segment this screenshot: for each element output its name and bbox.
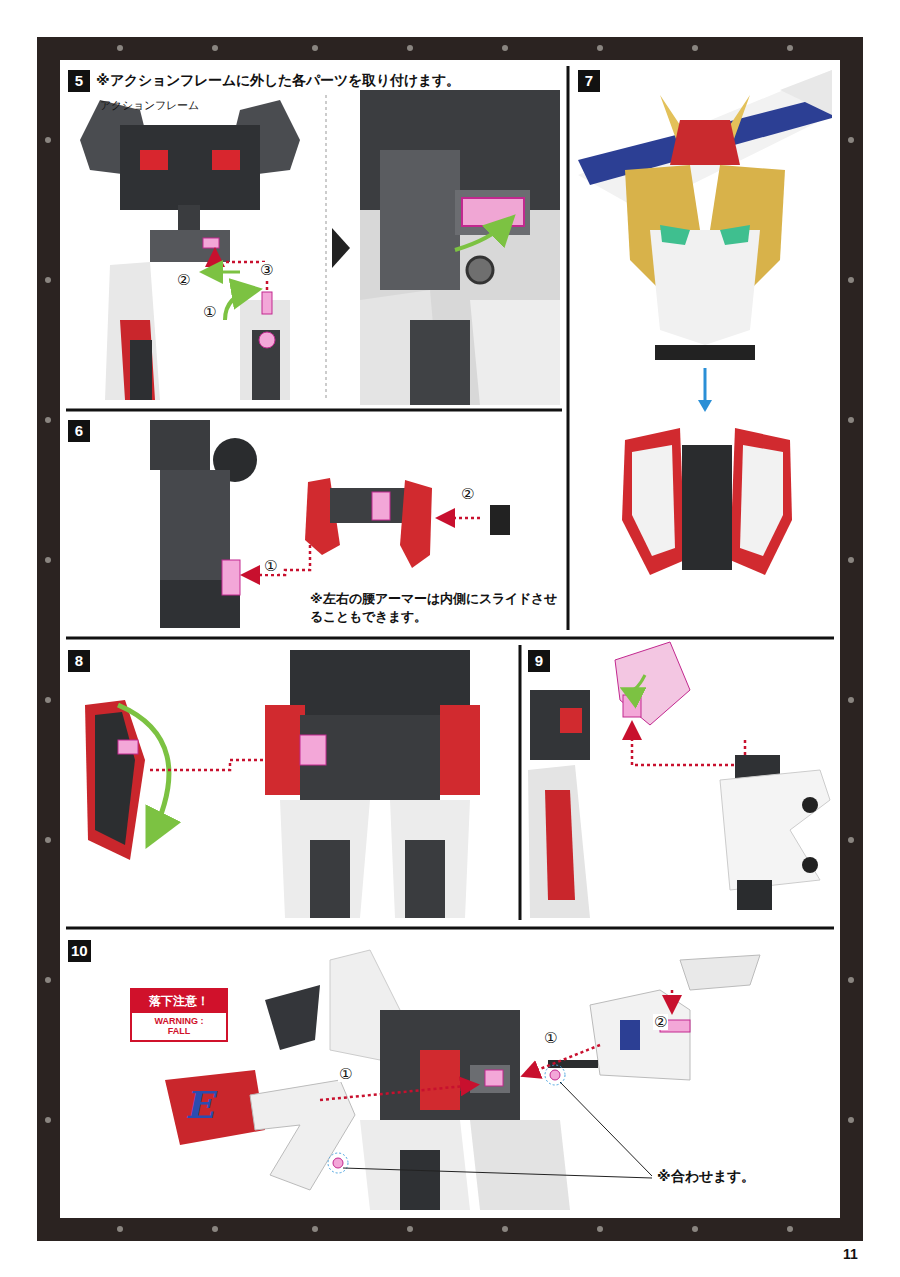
- callout-number: ③: [259, 262, 274, 278]
- step-number: 5: [75, 72, 83, 89]
- callout-number: ②: [653, 1014, 668, 1030]
- instruction-note: ※アクションフレームに外した各パーツを取り付けます。: [96, 72, 460, 90]
- callout-number: ①: [202, 304, 217, 320]
- instruction-note: ※左右の腰アーマーは内側にスライドさせることもできます。: [310, 590, 560, 625]
- step-number: 9: [535, 652, 543, 669]
- warning-text: WARNING : FALL: [132, 1013, 226, 1040]
- instruction-note: ※合わせます。: [657, 1168, 755, 1186]
- step-number-box: 7: [578, 70, 600, 92]
- page-number: 11: [843, 1246, 858, 1262]
- warning-heading: 落下注意！: [132, 990, 226, 1013]
- step-number: 10: [71, 942, 88, 959]
- callout-number: ①: [338, 1066, 353, 1082]
- warning-sign: 落下注意！WARNING : FALL: [130, 988, 228, 1042]
- callout-number: ②: [176, 272, 191, 288]
- step-number-box: 5: [68, 70, 90, 92]
- emblem-letter: E: [188, 1082, 217, 1127]
- callout-number: ②: [460, 486, 475, 502]
- step-number-box: 10: [68, 940, 91, 962]
- step-number-box: 6: [68, 420, 90, 442]
- step-number: 8: [75, 652, 83, 669]
- callout-number: ①: [543, 1030, 558, 1046]
- part-name: アクションフレーム: [100, 98, 199, 113]
- step-number-box: 8: [68, 650, 90, 672]
- step-number: 6: [75, 422, 83, 439]
- callout-number: ①: [263, 558, 278, 574]
- step-number-box: 9: [528, 650, 550, 672]
- step-number: 7: [585, 72, 593, 89]
